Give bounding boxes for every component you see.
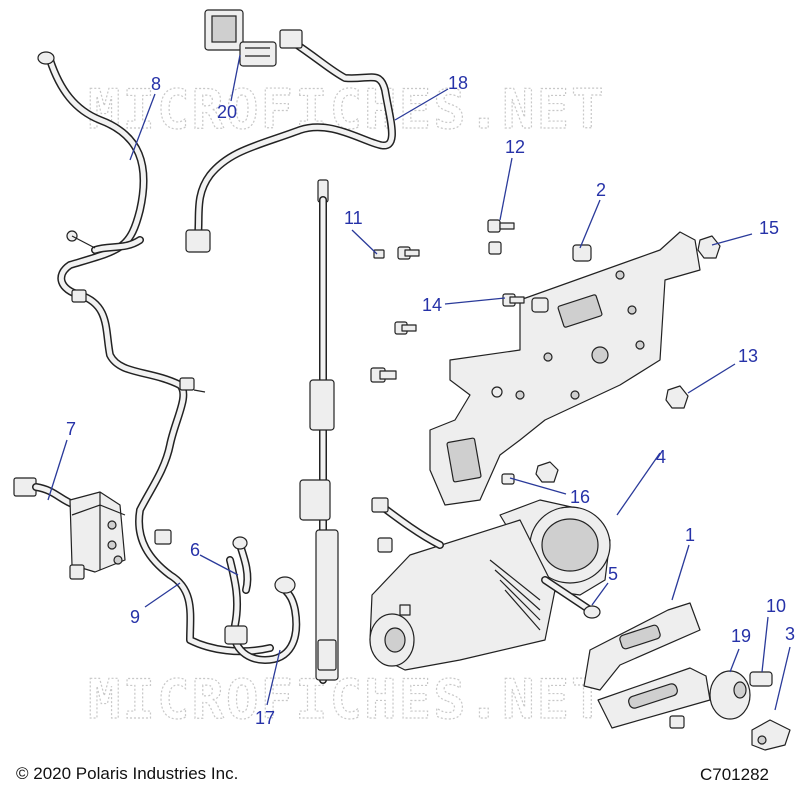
connector-plug (185, 229, 211, 253)
bolt-part-10 (749, 671, 773, 687)
winch-connector-cable (371, 497, 444, 553)
shackle-part-3 (751, 719, 791, 751)
callout-10: 10 (766, 596, 786, 616)
bolt-part-12 (487, 219, 515, 233)
callout-11: 11 (344, 208, 363, 228)
clip-part-2 (531, 244, 592, 313)
callout-4: 4 (656, 447, 666, 467)
hawse-fairlead (597, 667, 711, 729)
contactor-part-7 (13, 477, 126, 580)
nut-part-15 (697, 235, 721, 259)
callout-17: 17 (255, 708, 275, 728)
bolt-part-14b (502, 293, 525, 307)
callout-5: 5 (608, 564, 618, 584)
callout-20: 20 (217, 102, 237, 122)
callout-15: 15 (759, 218, 779, 238)
nut-part-13 (665, 385, 689, 409)
wiring-harness-part-8 (37, 51, 274, 656)
drawing-number: C701282 (700, 765, 770, 784)
cable-part-6 (232, 536, 252, 594)
vertical-harness (299, 179, 339, 684)
stopper-part-19 (709, 670, 751, 720)
callouts: 1 2 3 5 4 6 7 8 9 10 11 12 13 14 15 16 1… (66, 73, 795, 728)
callout-9: 9 (130, 607, 140, 627)
connector-part-20 (204, 9, 277, 67)
winch-lead-terminal (583, 605, 601, 619)
fairlead-part-1 (583, 602, 701, 691)
callout-14: 14 (422, 295, 442, 315)
callout-3: 3 (785, 624, 795, 644)
callout-18: 18 (448, 73, 468, 93)
callout-8: 8 (151, 74, 161, 94)
callout-19: 19 (731, 626, 751, 646)
watermark-bottom: MICROFICHES.NET (88, 668, 606, 731)
fasteners (370, 219, 721, 485)
leader-lines (47, 54, 791, 711)
bolt-part-11 (373, 249, 385, 259)
callout-12: 12 (505, 137, 525, 157)
bolt-part-14a (397, 246, 420, 260)
harness-part-18 (185, 29, 396, 253)
callout-2: 2 (596, 180, 606, 200)
winch-part-4 (369, 499, 611, 671)
terminal-ring-end (37, 51, 55, 65)
callout-1: 1 (685, 525, 695, 545)
cable-part-17 (224, 556, 301, 664)
callout-16: 16 (570, 487, 590, 507)
callout-13: 13 (738, 346, 758, 366)
callout-6: 6 (190, 540, 200, 560)
copyright-text: © 2020 Polaris Industries Inc. (16, 764, 239, 783)
nut-part-16 (501, 461, 559, 485)
winch-mount-plate (429, 231, 701, 506)
callout-7: 7 (66, 419, 76, 439)
